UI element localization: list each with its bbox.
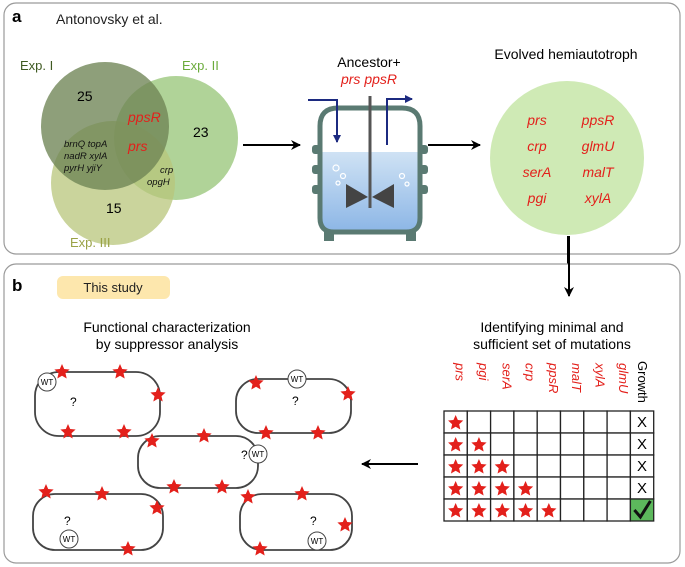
wt-label-2: WT [291,375,304,384]
evolved-gene-prs: prs [526,112,546,128]
question-3: ? [241,448,248,462]
grid-col-malT: malT [569,363,584,393]
grid-col-pgi: pgi [476,362,491,381]
grid-cell [536,432,562,456]
evolved-gene-glmU: glmU [582,138,616,154]
grid-cell [513,410,538,434]
evolved-gene-pgi: pgi [527,190,548,206]
grid-cell [513,432,538,456]
grid-cell [559,476,585,500]
grid-cell [559,432,585,456]
wt-label-4: WT [63,535,76,544]
question-5: ? [310,514,317,528]
genome-loop-5: WT ? [239,486,353,556]
grid-cell [606,410,632,434]
grid-cell [559,410,585,434]
right-title-line2: sufficient set of mutations [473,336,631,352]
grid-cell [559,498,585,522]
evolved-gene-malT: malT [582,164,615,180]
this-study-label: This study [83,280,143,295]
growth-x-mark: X [637,480,647,497]
venn-diagram [41,62,238,245]
evolved-gene-crp: crp [527,138,547,154]
venn-shared-line1: brnQ topA [64,139,107,150]
panel-a-title: Antonovsky et al. [56,11,163,27]
grid-cell [583,432,608,456]
right-title-line1: Identifying minimal and [480,319,623,335]
wt-label-5: WT [311,537,324,546]
venn-count-exp1: 25 [77,88,93,104]
grid-cell [606,454,632,478]
panel-b-letter: b [12,276,22,295]
reactor-title: Ancestor+ [337,54,400,70]
grid-cell [583,454,608,478]
genome-loop-2: WT ? [235,369,356,440]
grid-cell [489,432,515,456]
grid-col-prs: prs [453,362,468,382]
venn-shared-line2: nadR xylA [64,151,107,162]
grid-cell [536,410,562,434]
reactor-outflow-arrow [386,95,413,145]
wt-label-3: WT [252,450,265,459]
wt-label-1: WT [41,378,54,387]
venn-label-exp2: Exp. II [182,58,219,73]
grid-col-crp: crp [523,363,538,381]
grid-cell [513,454,538,478]
genome-loop-3: WT ? [137,428,268,494]
grid-cell [466,410,492,434]
grid-col-serA: serA [499,363,514,390]
grid-col-xylA: xylA [592,362,607,388]
question-4: ? [64,514,71,528]
growth-x-mark: X [637,458,647,475]
grid-cell [536,454,562,478]
grid-col-growth: Growth [635,361,650,403]
grid-cell [559,454,585,478]
evolved-title: Evolved hemiautotroph [494,46,637,62]
grid-cell [489,410,515,434]
genome-loop-1: WT ? [34,364,166,439]
grid-cell [606,432,632,456]
evolved-circle [490,81,644,235]
venn-shared-opgH: opgH [147,177,170,188]
left-title-line2: by suppressor analysis [96,336,238,352]
venn-count-exp2: 23 [193,124,209,140]
venn-circle-exp1 [41,62,169,190]
grid-cell [583,498,608,522]
venn-label-exp3: Exp. III [70,235,110,250]
venn-count-exp3: 15 [106,200,122,216]
left-title-line1: Functional characterization [83,319,250,335]
bioreactor-icon [312,96,428,241]
grid-col-glmU: glmU [616,363,631,394]
venn-label-exp1: Exp. I [20,58,53,73]
grid-cell [606,498,632,522]
grid-cell [606,476,632,500]
venn-gene-ppsR: ppsR [127,109,161,125]
panel-a-letter: a [12,7,22,26]
evolved-gene-serA: serA [523,164,552,180]
question-1: ? [70,395,77,409]
venn-gene-prs: prs [127,138,147,154]
genome-loop-4: WT ? [32,484,165,556]
venn-shared-line3: pyrH yjiY [63,163,103,174]
question-2: ? [292,394,299,408]
grid-col-ppsR: ppsR [546,362,561,393]
reactor-genes: prs ppsR [340,71,397,87]
grid-cell [583,410,608,434]
reactor-inflow-arrow [308,99,341,143]
evolved-gene-ppsR: ppsR [581,112,615,128]
venn-shared-crp: crp [160,165,173,176]
growth-x-mark: X [637,436,647,453]
this-study-badge [57,276,170,299]
evolved-gene-xylA: xylA [584,190,611,206]
grid-cell [583,476,608,500]
growth-check-icon [633,500,652,520]
growth-x-mark: X [637,414,647,431]
grid-cell [536,476,562,500]
